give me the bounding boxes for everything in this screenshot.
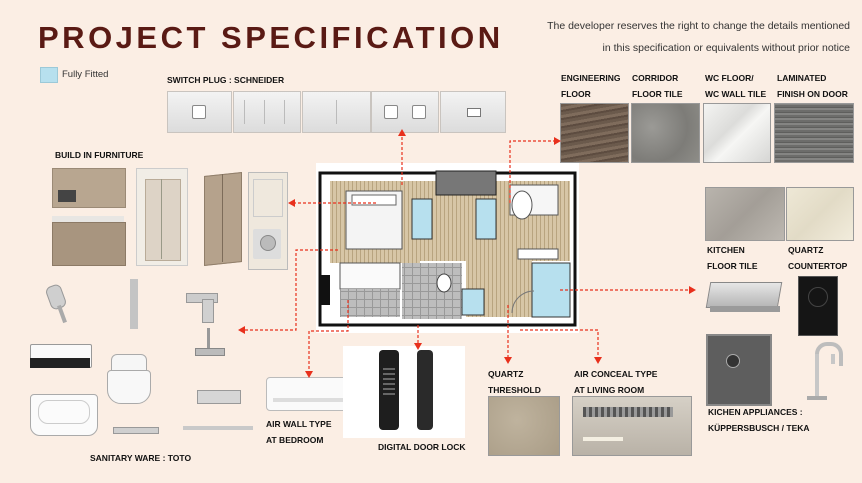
engineering-floor-swatch [560,103,629,163]
kitchen-sink-image [706,334,772,406]
quartz-threshold-swatch [488,396,560,456]
kitchen-cabinet-image [52,168,127,266]
kitchen-faucet-image [795,336,845,402]
legend-label: Fully Fitted [62,69,109,80]
cooktop-image [798,276,838,336]
wardrobe-image [136,168,188,266]
rain-shower-image [181,328,235,368]
wc-floor-swatch [703,103,771,163]
bath-mixer-image [193,382,243,412]
bathtub-image [28,388,100,442]
floor-plan [316,163,579,333]
sanitary-ware-label: SANITARY WARE : TOTO [90,453,192,463]
laminated-door-swatch [774,103,854,163]
switch-plug-image-1 [167,91,232,133]
corridor-floor-tile-swatch [631,103,700,163]
kitchen-floor-tile-swatch [705,187,785,241]
quartz-countertop-swatch [786,187,854,241]
wash-basin-image [26,336,94,372]
switch-plug-image-4 [371,91,439,133]
switch-plug-image-5 [440,91,506,133]
switch-plug-image-2 [233,91,301,133]
disclaimer-line-2: in this specification or equivalents wit… [602,42,850,54]
floor-plan-drawing [318,170,577,327]
ceiling-air-image [572,396,692,456]
wc-floor-label: WC FLOOR/WC WALL TILE [705,73,767,99]
switch-plug-image-3 [302,91,371,133]
basin-mixer-image [182,289,222,323]
legend-swatch [40,67,58,83]
disclaimer: The developer reserves the right to chan… [520,15,850,59]
washer-cabinet-image [248,172,288,270]
toilet-image [103,350,153,408]
toilet-roll-holder-image [109,423,161,437]
digital-door-lock-label: DIGITAL DOOR LOCK [378,442,466,452]
disclaimer-line-1: The developer reserves the right to chan… [547,20,850,32]
tall-cabinet-image [204,170,242,266]
cooker-hood-image [704,280,783,316]
switch-plug-label: SWITCH PLUG : SCHNEIDER [167,75,285,85]
towel-bar-image [183,426,253,430]
shower-rail-image [130,279,138,329]
page-title: PROJECT SPECIFICATION [38,20,504,55]
kitchen-appliances-label: KICHEN APPLIANCES :KÜPPERSBUSCH / TEKA [708,407,810,433]
built-in-furniture-label: BUILD IN FURNITURE [55,150,144,160]
digital-door-lock-image [343,346,465,438]
wall-air-conditioner-image [266,377,358,411]
